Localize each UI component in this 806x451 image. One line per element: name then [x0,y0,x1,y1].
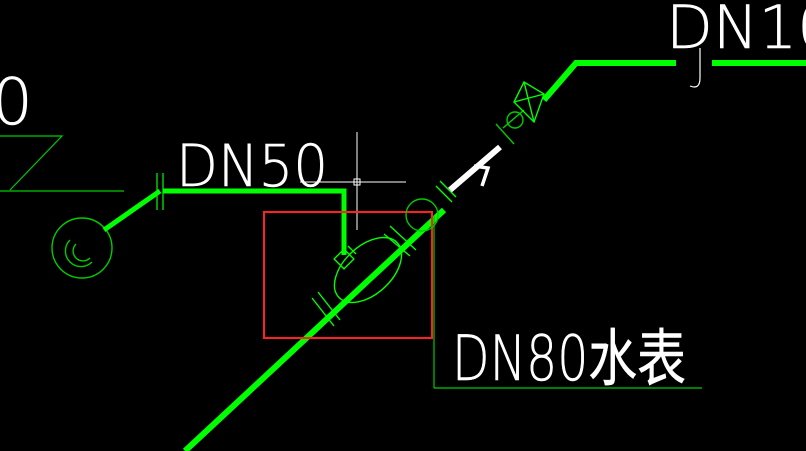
dn50-label: DN50 [176,132,328,200]
left-leader-triangle [0,135,124,192]
pipe-white-segment [448,144,502,193]
highlight-box[interactable] [263,211,433,339]
cad-crosshair-cursor[interactable] [300,132,406,230]
pipe-segment-pump [102,188,162,233]
pipe-dn50 [163,188,347,255]
flange-mark-diagonal [435,180,457,203]
pipe-main-diagonal [182,207,447,451]
arrow-mark [473,164,491,187]
pipe-upper [541,60,676,102]
label-hook [689,48,701,88]
junction-circle-icon [405,198,439,232]
water-meter-icon [311,225,417,327]
dn-top-partial-label: DN10 [666,0,806,63]
check-valve-icon [495,109,525,145]
left-partial-label: 0 [0,66,33,140]
pump-circle-icon [51,217,113,279]
gate-valve-icon [513,81,545,124]
dn80-meter-label: DN80水表 [452,322,686,395]
dn80-leader-line [433,216,702,389]
